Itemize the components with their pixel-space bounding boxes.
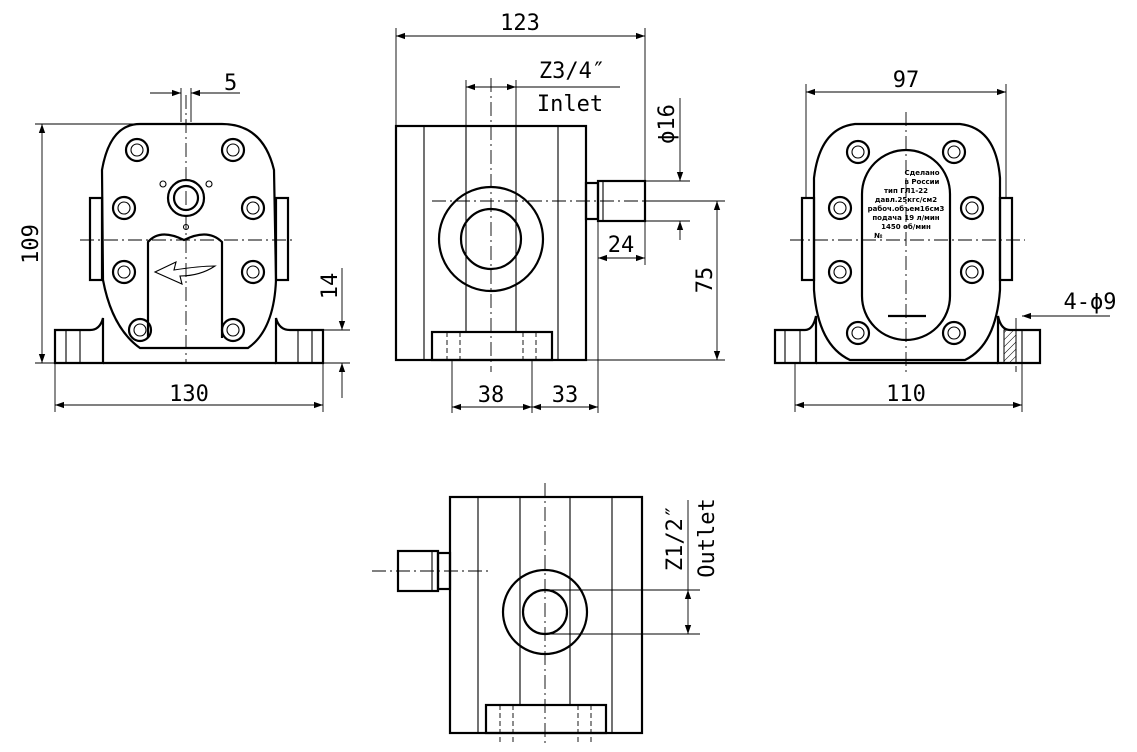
dim-5: 5 [224,71,237,96]
dim-75: 75 [693,267,718,294]
nameplate-line: в России [905,178,940,186]
bottom-view: Z1/2″ Outlet [372,483,720,745]
dim-130: 130 [169,382,209,407]
dim-phi16: ϕ16 [655,104,680,144]
nameplate-line: № [874,232,883,240]
dim-109: 109 [19,224,44,264]
inlet-label: Inlet [537,92,603,117]
dim-110: 110 [886,382,926,407]
inlet-thread: Z3/4″ [539,59,605,84]
outlet-label: Outlet [695,498,720,577]
nameplate-line: давл.25кгс/см2 [875,196,937,204]
dim-4-phi9: 4-ϕ9 [1064,290,1117,315]
dim-38: 38 [478,383,505,408]
dim-14: 14 [318,273,343,300]
outlet-thread: Z1/2″ [663,505,688,571]
side-view: 123 Z3/4″ Inlet ϕ16 24 75 38 33 [394,11,725,413]
dim-24: 24 [608,233,635,258]
rear-bolts [827,139,985,346]
front-view: 5 109 14 130 [19,71,350,412]
front-bolts [111,137,266,343]
rear-view: Сделано в России тип ГЛ1-22 давл.25кгс/с… [773,68,1117,412]
dim-123: 123 [500,11,540,36]
dim-33: 33 [552,383,579,408]
dim-97: 97 [893,68,920,93]
nameplate-line: Сделано [904,169,939,177]
